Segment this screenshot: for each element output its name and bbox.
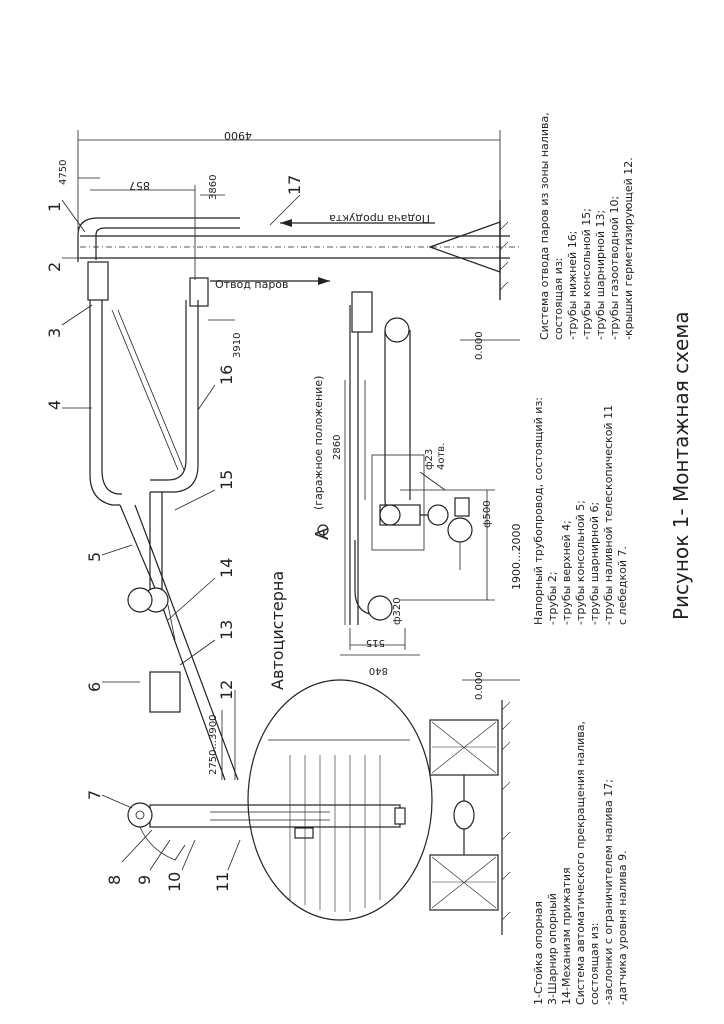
legend-left-line-5: состоящая из: (588, 923, 601, 1006)
callout-13: 13 (217, 620, 236, 640)
level-mark-left: 0.000 (462, 671, 520, 700)
legend-right-line-6: -трубы газоотводной 10; (608, 196, 621, 340)
view-a-label: А (312, 527, 333, 540)
legend-left-line-3: 14-Механизм прижатия (560, 867, 573, 1005)
dimension-3910: 3910 (208, 319, 243, 358)
legend-right-line-2: состоящая из: (552, 258, 565, 341)
legend-middle-line-5: -трубы шарнирной 6; (588, 502, 601, 625)
upper-pipe-assembly (77, 217, 240, 506)
legend-middle-line-1: Напорный трубопровод, состоящий из: (532, 397, 545, 625)
legend-middle: Напорный трубопровод, состоящий из: -тру… (532, 397, 629, 625)
supply-flow-arrow: Подача продукта (280, 212, 435, 227)
ground-support (499, 220, 509, 300)
callout-6: 6 (85, 682, 104, 692)
truck-chassis (429, 700, 511, 935)
legend-right-line-4: -трубы консольной 15; (580, 208, 593, 340)
holes-diameter-text: ф23 (424, 449, 435, 470)
view-a-note: (гаражное положение) (312, 376, 325, 510)
legend-middle-line-7: с лебедкой 7. (616, 546, 629, 625)
supply-flow-label: Подача продукта (329, 212, 430, 225)
dimension-320-text: ф320 (392, 597, 403, 625)
legend-left-line-1: 1-Стойка опорная (532, 901, 545, 1005)
vapor-flow-label: Отвод паров (215, 278, 289, 291)
callout-8: 8 (105, 875, 124, 885)
legend-right-line-5: -трубы шарнирной 13; (594, 210, 607, 340)
level-left-text: 0.000 (474, 671, 485, 700)
legend-middle-line-6: -трубы наливной телескопической 11 (602, 405, 615, 625)
legend-left-line-7: -датчика уровня налива 9. (616, 850, 629, 1005)
dimension-2750-3900-text: 2750...3900 (208, 715, 219, 775)
winch (127, 802, 186, 861)
callout-1: 1 (45, 202, 64, 212)
dimension-857-text: 857 (129, 179, 150, 192)
dimension-1900-2000: 1900...2000 (400, 489, 523, 601)
callout-9: 9 (135, 875, 154, 885)
console-pipes (119, 492, 239, 781)
dimension-840-text: 840 (369, 665, 388, 676)
legend-left: 1-Стойка опорная 3-Шарнир опорный 14-Мех… (532, 721, 629, 1005)
tank: Автоцистерна (247, 571, 433, 921)
callout-4: 4 (45, 400, 64, 410)
legend-right-line-7: -крышки герметизирующей 12. (622, 157, 635, 340)
callout-14: 14 (217, 558, 236, 578)
callout-11: 11 (213, 872, 232, 892)
dimension-4900: 4900 (77, 129, 501, 230)
figure-caption: Рисунок 1- Монтажная схема (669, 311, 693, 620)
dimension-500-text: ф500 (482, 500, 493, 528)
dimension-2860-text: 2860 (332, 435, 343, 460)
legend-middle-line-4: -трубы консольной 5; (574, 500, 587, 625)
legend-left-line-6: -заслонки с ограничителем налива 17; (602, 779, 615, 1005)
legend-left-line-4: Система автоматического прекращения нали… (574, 721, 587, 1005)
dimension-3860: 3860 (200, 175, 225, 200)
callout-15: 15 (217, 470, 236, 490)
dimension-2750-3900: 2750...3900 (208, 710, 223, 780)
callout-17: 17 (285, 175, 304, 195)
holes-count-text: 4отв. (436, 443, 447, 470)
level-mark-top: 0.000 (460, 331, 520, 360)
callout-10: 10 (165, 872, 184, 892)
dimension-4900-text: 4900 (224, 129, 252, 142)
callout-16: 16 (217, 365, 236, 385)
view-a-drawing: А (гаражное положение) 2860 ф320 515 840 (312, 291, 493, 676)
level-top-text: 0.000 (474, 331, 485, 360)
dimension-857: 857 (90, 179, 196, 280)
dimension-515-text: 515 (366, 637, 385, 648)
support-post (80, 200, 520, 300)
dimension-3910-text: 3910 (232, 333, 243, 358)
dimension-4750-text: 4750 (58, 160, 69, 185)
callout-7: 7 (85, 790, 104, 800)
legend-right-line-1: Система отвода паров из зоны налива, (538, 112, 551, 340)
dimension-3860-text: 3860 (208, 175, 219, 200)
legend-right: Система отвода паров из зоны налива, сос… (538, 112, 635, 340)
callout-numbers: 1 2 3 4 5 6 7 8 9 10 11 12 13 14 15 16 1… (45, 175, 304, 892)
vapor-flow-arrow: Отвод паров (210, 277, 330, 291)
callout-2: 2 (45, 262, 64, 272)
callout-5: 5 (85, 552, 104, 562)
legend-left-line-2: 3-Шарнир опорный (546, 893, 559, 1005)
legend-middle-line-2: -трубы 2; (546, 571, 559, 625)
dimension-4750: 4750 (58, 160, 100, 185)
legend-middle-line-3: -трубы верхней 4; (560, 520, 573, 625)
tank-label: Автоцистерна (268, 571, 287, 690)
dimension-1900-2000-text: 1900...2000 (510, 524, 523, 590)
telescopic-fill-pipe (149, 804, 406, 839)
callout-3: 3 (45, 328, 64, 338)
callout-12: 12 (217, 680, 236, 700)
legend-right-line-3: -трубы нижней 16; (566, 231, 579, 340)
